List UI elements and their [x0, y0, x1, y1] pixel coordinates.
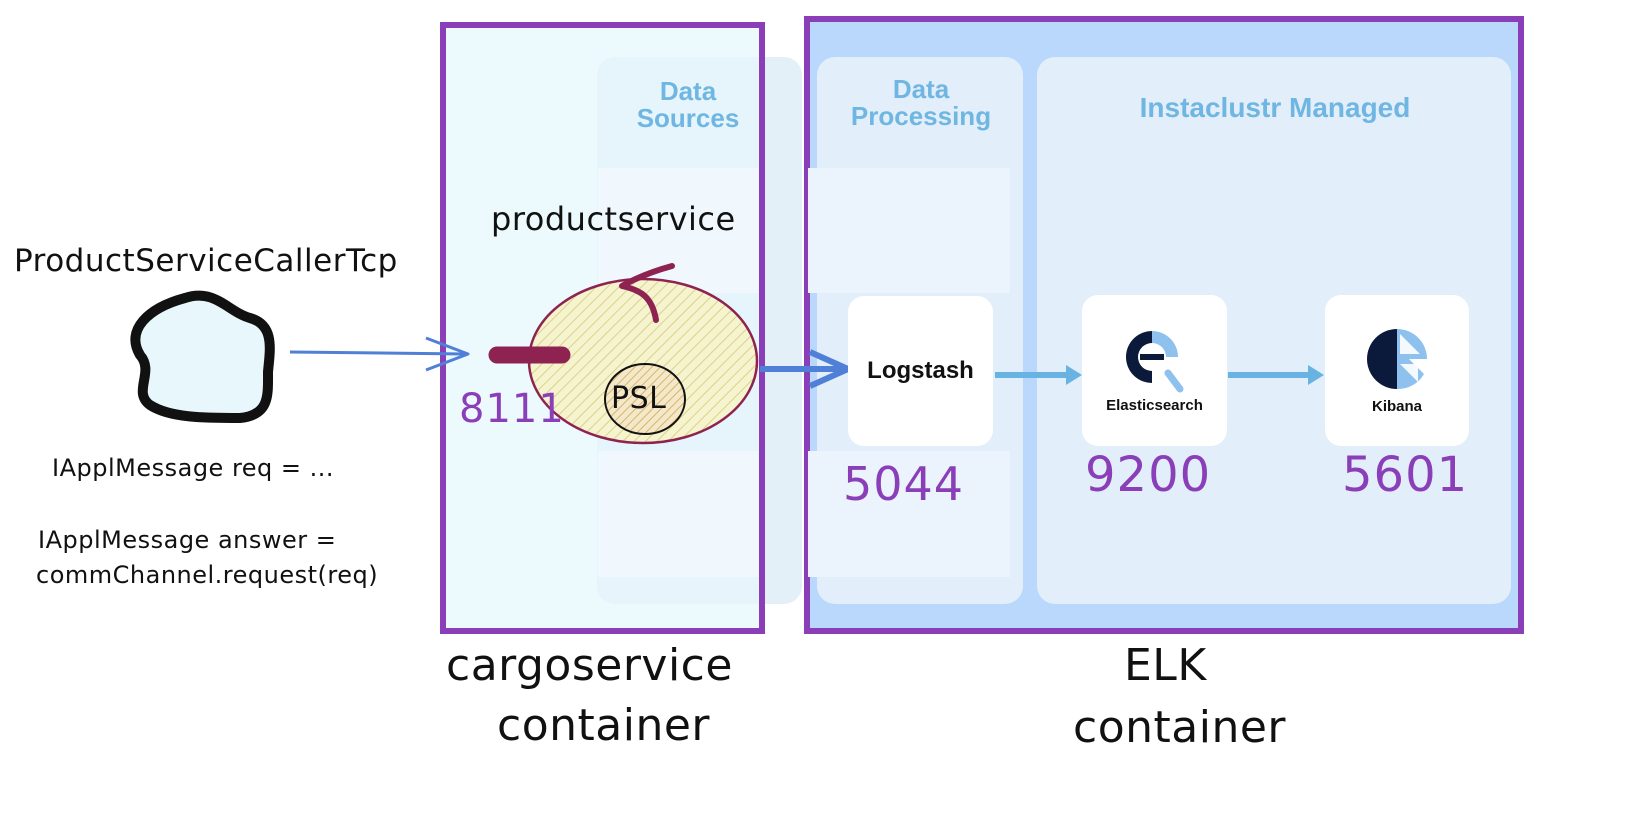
logstash-label: Logstash	[867, 357, 974, 384]
data-sources-title: Data Sources	[636, 76, 740, 134]
processing-band-bottom	[808, 451, 1010, 577]
sources-band-top	[598, 168, 758, 293]
managed-title: Instaclustr Managed	[1139, 92, 1411, 123]
client-blob	[130, 290, 275, 423]
kibana-card: Kibana	[1325, 295, 1469, 446]
processing-band-top	[808, 168, 1010, 293]
client-name: ProductServiceCallerTcp	[14, 243, 398, 279]
kibana-arrow-head	[1308, 365, 1324, 385]
elasticsearch-port: 9200	[1085, 447, 1212, 503]
client-code-line-1: IApplMessage req = ...	[52, 454, 335, 482]
client-code-line-3: commChannel.request(req)	[36, 561, 379, 589]
logstash-card: Logstash	[848, 296, 993, 446]
cargo-port: 8111	[459, 386, 565, 432]
kibana-label: Kibana	[1371, 398, 1422, 415]
elasticsearch-card: Elasticsearch	[1082, 295, 1227, 446]
logstash-port: 5044	[843, 457, 965, 511]
elasticsearch-label: Elasticsearch	[1106, 397, 1203, 414]
elasticsearch-logo-icon	[1125, 331, 1183, 393]
psl-label: PSL	[611, 381, 667, 416]
elk-container-caption-2: container	[1073, 702, 1286, 753]
cargo-container-caption-1: cargoservice	[446, 640, 733, 691]
elk-container-caption-1: ELK	[1124, 640, 1207, 691]
data-processing-title: Data Processing	[850, 74, 992, 132]
request-arrow	[289, 350, 467, 356]
client-code-line-2: IApplMessage answer =	[38, 526, 337, 554]
productservice-label: productservice	[491, 200, 736, 238]
cargo-container-caption-2: container	[497, 700, 710, 751]
kibana-port: 5601	[1342, 447, 1469, 503]
request-arrow-head	[425, 336, 470, 372]
service-hook	[619, 263, 675, 323]
es-arrow-head	[1066, 365, 1082, 385]
sources-band-bottom	[598, 451, 758, 577]
psl-circle	[604, 363, 686, 435]
kibana-logo-icon	[1367, 329, 1427, 390]
